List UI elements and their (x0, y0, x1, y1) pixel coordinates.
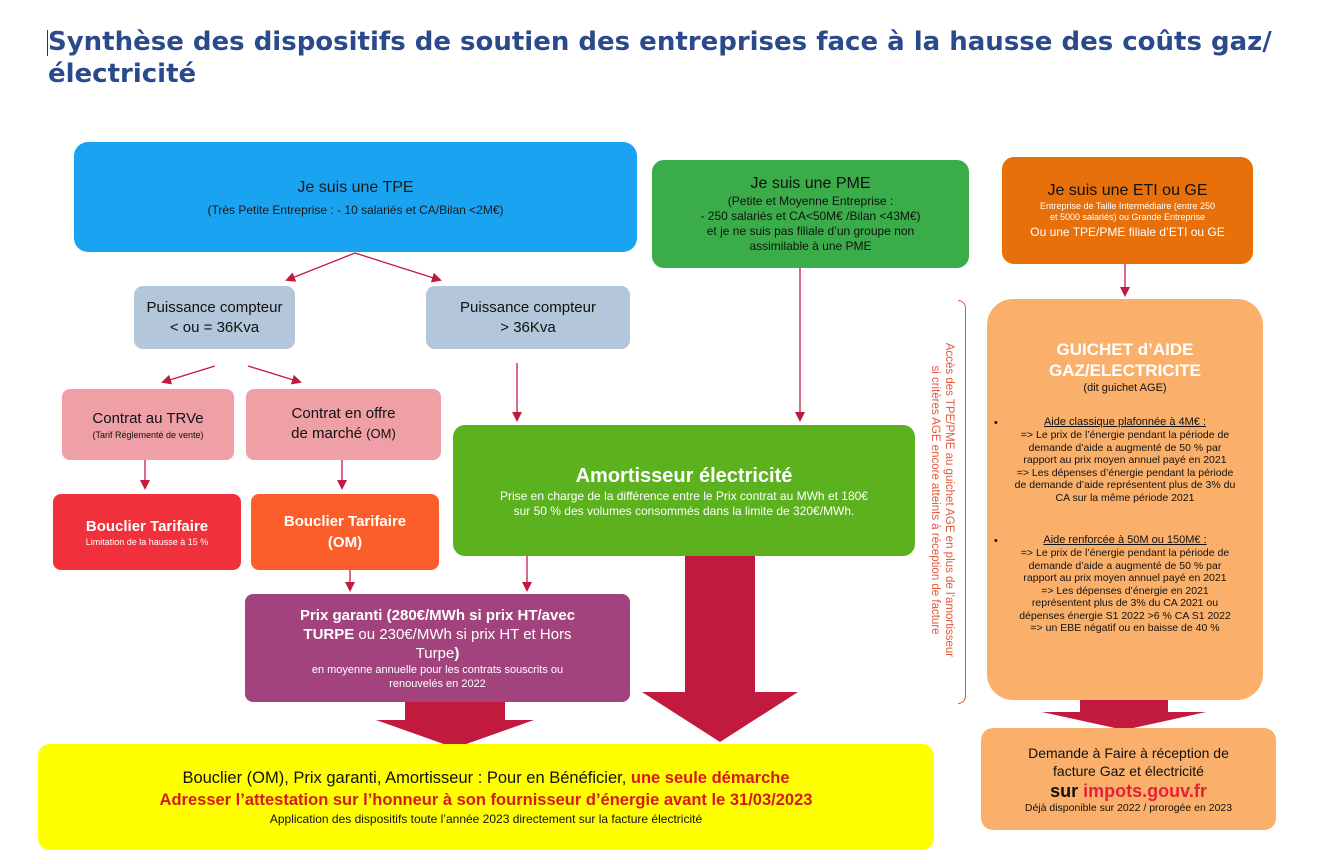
prix-turpe2: Turpe (415, 644, 455, 662)
contrat-om-line1: Contrat en offre (291, 405, 396, 422)
amortisseur-box: Amortisseur électricité Prise en charge … (453, 425, 915, 556)
eti-line3: Ou une TPE/PME filiale d’ETI ou GE (1030, 225, 1225, 239)
bottom-line3: Application des dispositifs toute l’anné… (269, 811, 703, 826)
eti-title: Je suis une ETI ou GE (1047, 182, 1208, 199)
demande-box: Demande à Faire à réception de facture G… (981, 728, 1276, 830)
puissance-low-line2: < ou = 36Kva (169, 318, 260, 336)
vertical-bracket (958, 300, 966, 704)
text-cursor (47, 30, 48, 56)
bouclier2-line2: (OM) (327, 534, 363, 551)
prix-line5: renouvelés en 2022 (389, 677, 486, 690)
guichet-sub: (dit guichet AGE) (1083, 382, 1167, 394)
pme-box: Je suis une PME (Petite et Moyenne Entre… (652, 160, 969, 268)
bouclier1-title: Bouclier Tarifaire (85, 517, 209, 535)
bouclier-tarifaire-om-box: Bouclier Tarifaire (OM) (251, 494, 439, 570)
contrat-trve-line1: Contrat au TRVe (92, 409, 204, 427)
contrat-trve-box: Contrat au TRVe (Tarif Réglementé de ven… (62, 389, 234, 460)
guichet-box: GUICHET d’AIDE GAZ/ELECTRICITE (dit guic… (987, 299, 1263, 700)
aide1-title: Aide classique plafonnée à 4M€ : (1043, 416, 1207, 428)
amortisseur-title: Amortisseur électricité (575, 464, 793, 487)
bottom-line2: Adresser l’attestation sur l’honneur à s… (159, 790, 813, 809)
aide1-line: de demande d’aide représentent plus de 3… (1014, 479, 1236, 491)
arrow-low-to-trve (161, 365, 216, 385)
impots-link[interactable]: impots.gouv.fr (1083, 780, 1207, 801)
prix-paren: ) (454, 644, 460, 662)
bouclier1-subtitle: Limitation de la hausse à 15 % (85, 536, 209, 547)
bottom-line1b: une seule démarche (630, 768, 790, 787)
prix-line1: Prix garanti (280€/MWh si prix HT/avec (299, 606, 576, 624)
contrat-trve-line2: (Tarif Réglementé de vente) (92, 429, 204, 440)
aide2-line: rapport au prix moyen annuel payé en 202… (1023, 572, 1227, 584)
aide1-line: => Le prix de l’énergie pendant la pério… (1020, 429, 1230, 441)
tpe-box: Je suis une TPE (Très Petite Entreprise … (74, 142, 637, 252)
guichet-title1: GUICHET d’AIDE (1056, 340, 1194, 359)
vertical-note-line1: Accès des TPE/PME au guichet AGE en plus… (943, 342, 955, 658)
eti-line2: et 5000 salariés) ou Grande Entreprise (1049, 212, 1206, 222)
big-arrow-guichet-down (1042, 700, 1206, 730)
demande-line4: Déjà disponible sur 2022 / prorogée en 2… (1024, 801, 1233, 814)
pme-line4: assimilable à une PME (749, 239, 872, 253)
puissance-low-box: Puissance compteur < ou = 36Kva (134, 286, 295, 349)
contrat-om-box: Contrat en offre de marché (OM) (246, 389, 441, 460)
aide2-line: => Le prix de l’énergie pendant la pério… (1020, 547, 1230, 559)
bullet-aide1: • (994, 417, 998, 429)
puissance-high-box: Puissance compteur > 36Kva (426, 286, 630, 349)
eti-box: Je suis une ETI ou GE Entreprise de Tail… (1002, 157, 1253, 264)
bouclier-tarifaire-box: Bouclier Tarifaire Limitation de la haus… (53, 494, 241, 570)
prix-turpe: TURPE (303, 625, 355, 643)
aide2-line: représentent plus de 3% du CA 2021 ou (1031, 597, 1219, 609)
amortisseur-line1: Prise en charge de la différence entre l… (500, 488, 868, 503)
arrow-low-to-om (247, 365, 302, 385)
puissance-high-line1: Puissance compteur (460, 298, 596, 316)
pme-title: Je suis une PME (750, 175, 871, 192)
bullet-aide2: • (994, 535, 998, 547)
tpe-title: Je suis une TPE (297, 178, 414, 196)
pme-line1: (Petite et Moyenne Entreprise : (727, 194, 894, 208)
vertical-note-line2: si critères AGE encore atteints à récept… (929, 365, 941, 635)
prix-line4: en moyenne annuelle pour les contrats so… (311, 663, 564, 676)
aide1-line: rapport au prix moyen annuel payé en 202… (1023, 454, 1227, 466)
puissance-high-line2: > 36Kva (500, 318, 556, 336)
aide1-line: CA sur la même période 2021 (1055, 491, 1195, 504)
aide1-line: demande d’aide a augmenté de 50 % par (1028, 441, 1222, 454)
guichet-title2: GAZ/ELECTRICITE (1048, 361, 1202, 380)
puissance-low-line1: Puissance compteur (146, 298, 283, 316)
aide1-line: => Les dépenses d’énergie pendant la pér… (1016, 466, 1234, 479)
prix-line2: ou 230€/MWh si prix HT et Hors (354, 625, 572, 643)
aide2-line: => un EBE négatif ou en baisse de 40 % (1030, 622, 1220, 634)
amortisseur-line2: sur 50 % des volumes consommés dans la l… (513, 503, 855, 518)
bottom-summary-box: Bouclier (OM), Prix garanti, Amortisseur… (38, 744, 934, 850)
bottom-line1a: Bouclier (OM), Prix garanti, Amortisseur… (182, 768, 631, 787)
demande-sur: sur (1050, 780, 1084, 801)
page-title: Synthèse des dispositifs de soutien des … (48, 27, 1272, 89)
pme-line2: - 250 salariés et CA<50M€ /Bilan <43M€) (700, 209, 921, 223)
bouclier2-line1: Bouclier Tarifaire (283, 513, 407, 530)
aide2-line: demande d’aide a augmenté de 50 % par (1028, 559, 1222, 572)
contrat-om-line2b: (OM) (366, 426, 396, 441)
tpe-subtitle: (Très Petite Entreprise : - 10 salariés … (207, 202, 504, 217)
aide2-title: Aide renforcée à 50M ou 150M€ : (1043, 534, 1207, 546)
aide2-line: dépenses énergie S1 2022 >6 % CA S1 2022 (1019, 609, 1231, 622)
aide2-line: => Les dépenses d’énergie en 2021 (1041, 584, 1209, 597)
big-arrow-amortisseur-down (642, 556, 798, 742)
prix-garanti-box: Prix garanti (280€/MWh si prix HT/avec T… (245, 594, 630, 702)
arrow-tpe-to-high (354, 252, 442, 283)
arrow-tpe-to-low (285, 252, 356, 282)
pme-line3: et je ne suis pas filiale d’un groupe no… (706, 224, 915, 238)
eti-line1: Entreprise de Taille Intermédiaire (entr… (1040, 201, 1215, 211)
demande-line2: facture Gaz et électricité (1053, 762, 1204, 779)
contrat-om-line2a: de marché (291, 425, 367, 442)
big-arrow-prix-down (376, 702, 534, 748)
demande-line1: Demande à Faire à réception de (1028, 744, 1229, 761)
